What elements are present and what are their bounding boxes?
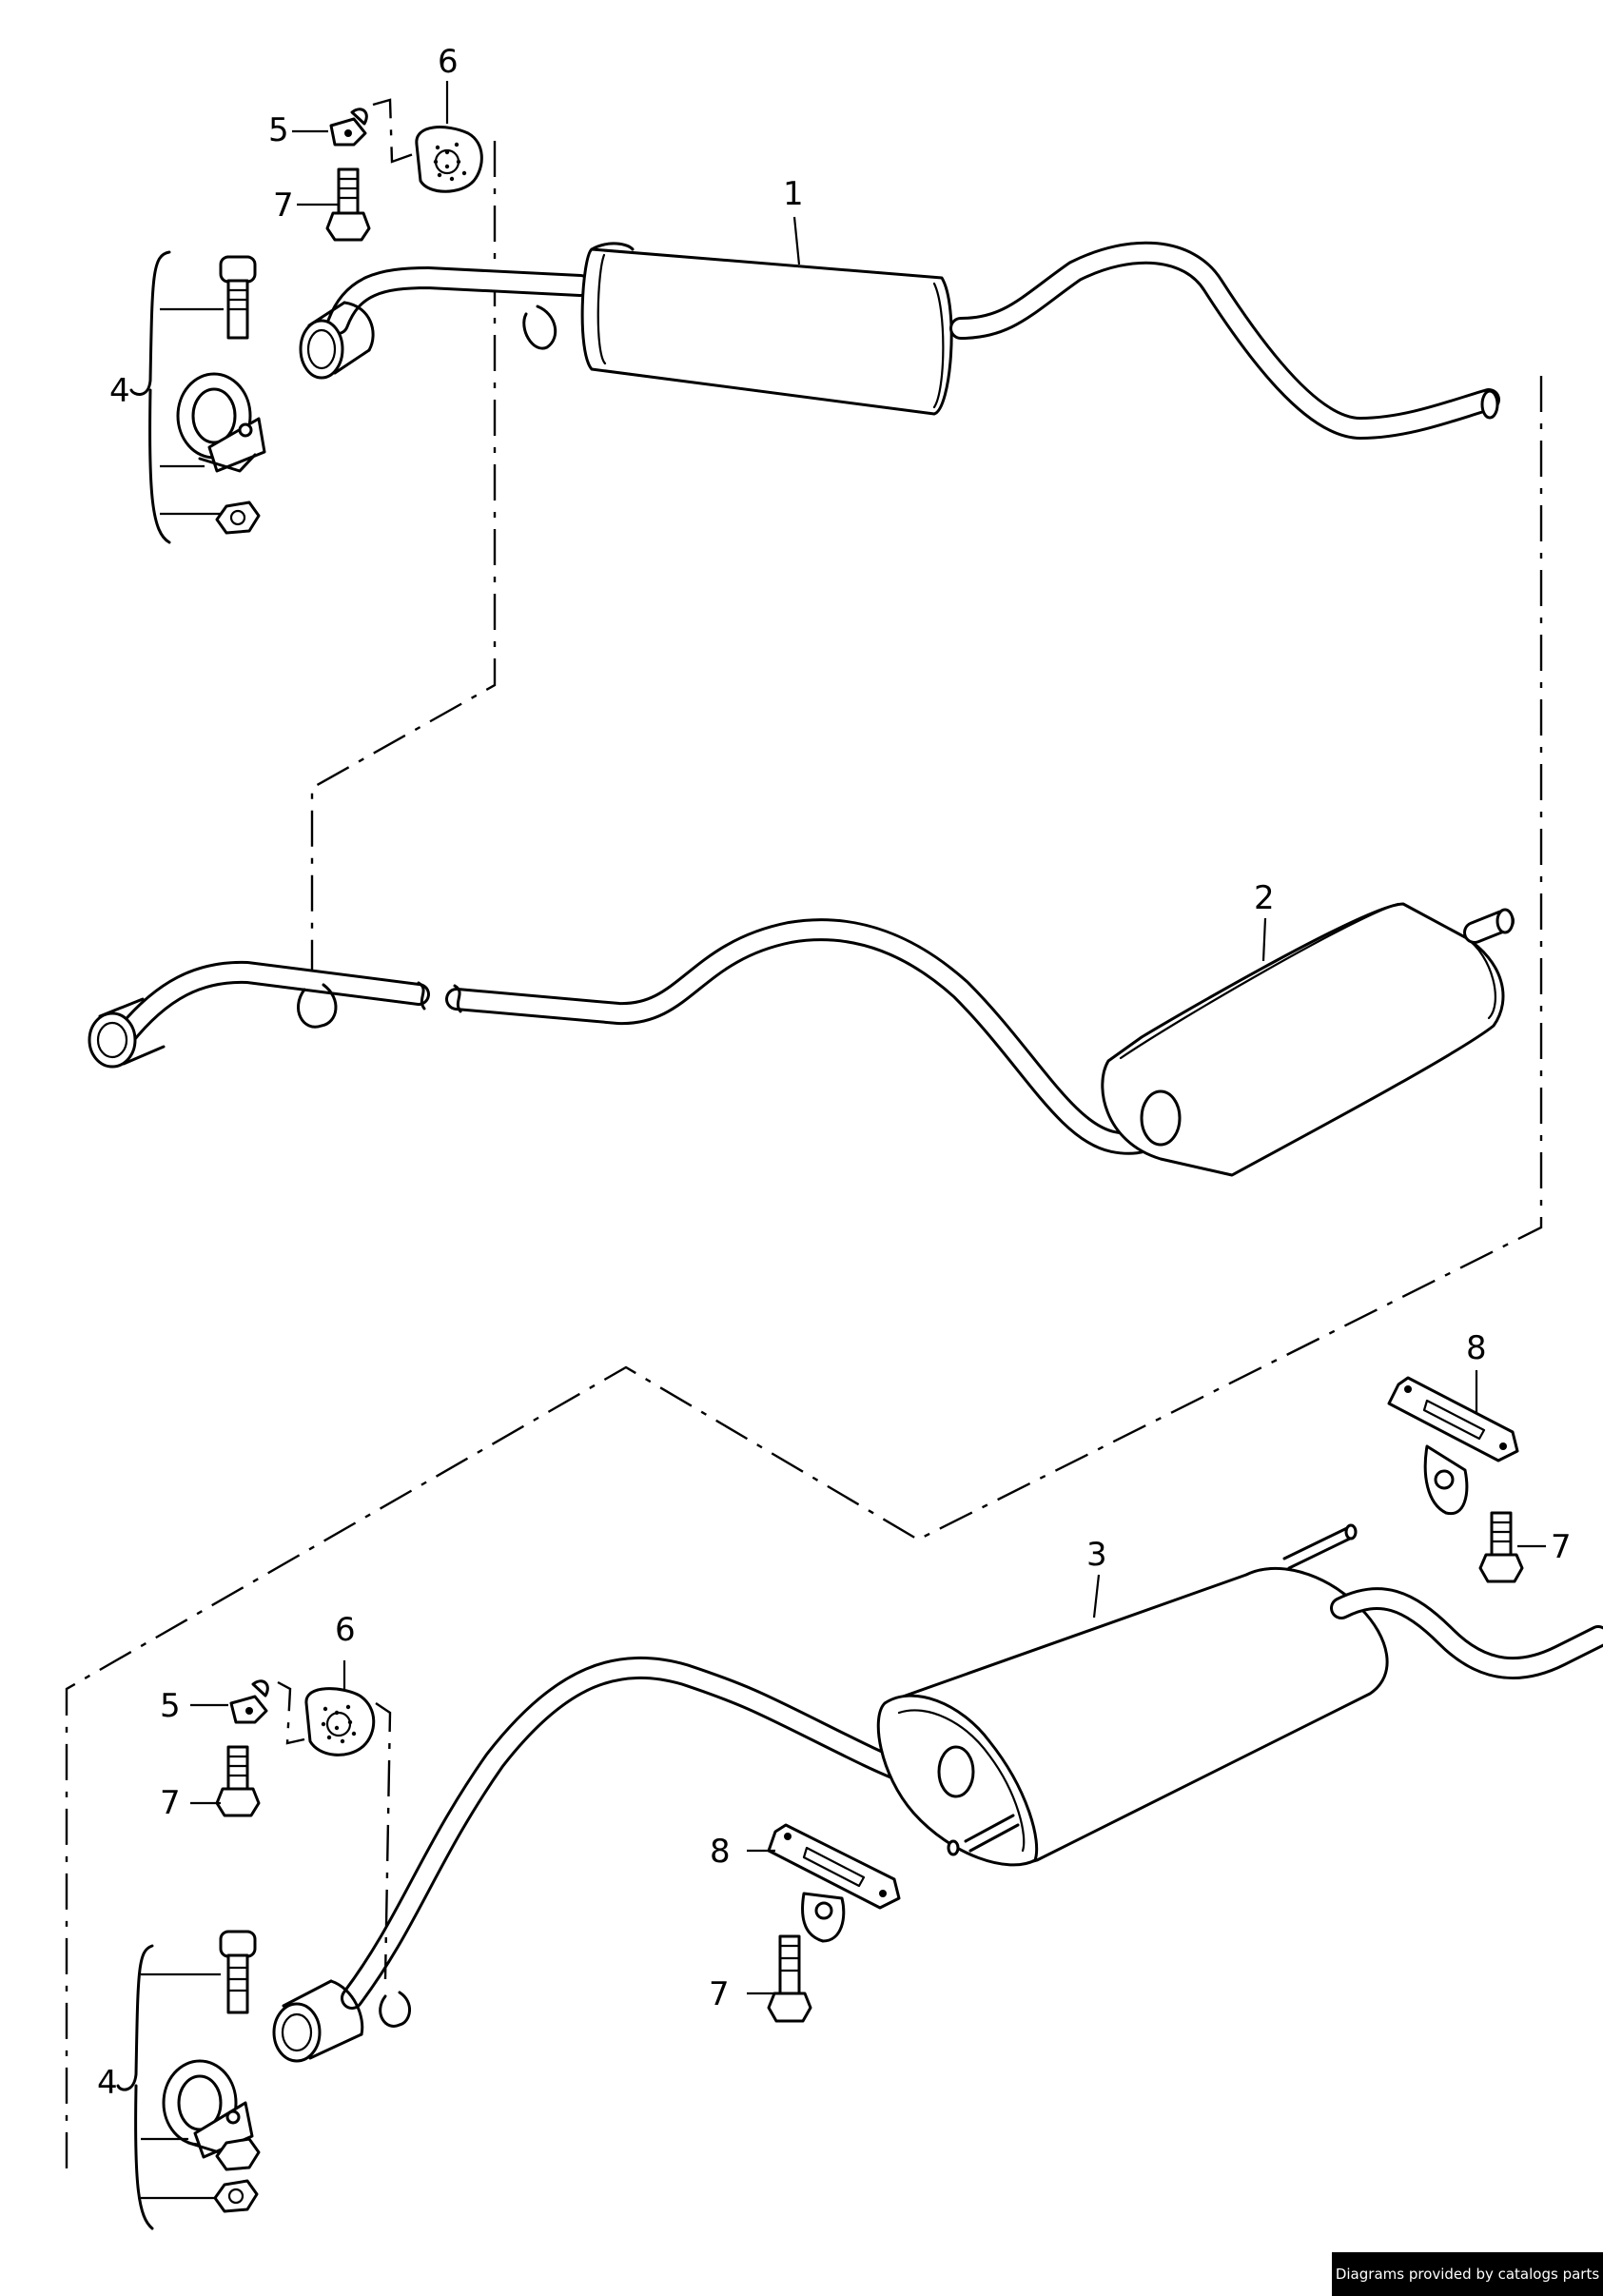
credit-badge: Diagrams provided by catalogs parts: [1332, 2252, 1603, 2296]
hanger-bracket-middle: [767, 1823, 901, 2023]
callout-8-middle: 8: [710, 1833, 731, 1871]
callout-7-top: 7: [273, 186, 294, 225]
front-exhaust-pipe: [299, 266, 592, 380]
callout-5-top: 5: [268, 111, 289, 149]
clamp-assembly-bottom: [116, 1930, 261, 2230]
callout-4-bottom: 4: [97, 2064, 118, 2102]
callout-8-right: 8: [1466, 1329, 1487, 1367]
assembly-dash-lines: [65, 141, 1543, 2169]
callout-6-top: 6: [438, 43, 459, 81]
clamp-assembly-top: [129, 250, 266, 544]
callout-1: 1: [783, 175, 804, 213]
callout-4-top: 4: [109, 372, 130, 410]
callout-3: 3: [1086, 1536, 1107, 1574]
bracket-hardware-top: [325, 98, 483, 242]
bracket-hardware-bottom: [215, 1679, 392, 1980]
leader-lines: [141, 81, 1546, 2200]
callout-7-right: 7: [1551, 1528, 1572, 1566]
hanger-bracket-right: [1387, 1376, 1524, 1583]
callout-7-bottom-middle: 7: [709, 1975, 730, 2013]
centre-muffler: [580, 242, 953, 416]
callout-labels: 1 2 3 4 5 6 7 4 5 6 7 7 7 8 8: [97, 43, 1572, 2102]
centre-pipe-with-muffler: [88, 902, 1515, 1177]
callout-2: 2: [1254, 879, 1275, 917]
intermediate-pipe: [949, 241, 1500, 440]
callout-7-bottom-left: 7: [160, 1784, 181, 1822]
callout-6-bottom: 6: [335, 1611, 356, 1649]
callout-5-bottom: 5: [160, 1687, 181, 1725]
rear-pipe-with-muffler: [272, 1523, 1603, 2063]
